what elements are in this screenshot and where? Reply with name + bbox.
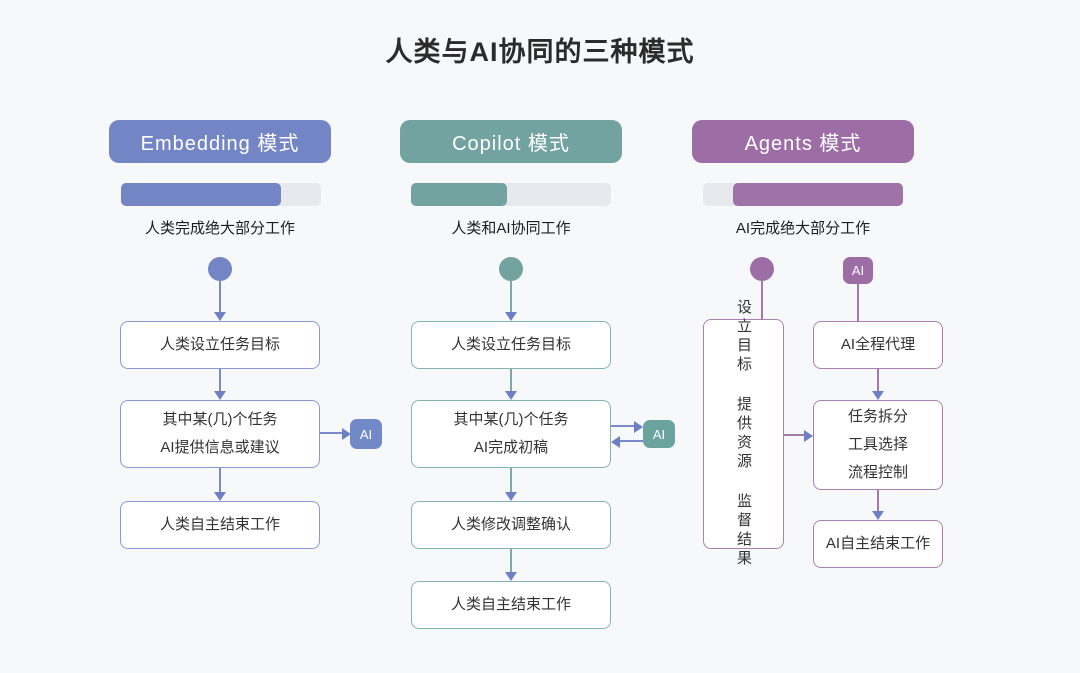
arrow-down-icon xyxy=(505,312,517,321)
arrow-down-icon xyxy=(505,492,517,501)
arrow-left-icon xyxy=(611,436,620,448)
connector-line xyxy=(510,468,512,492)
step-label: 流程控制 xyxy=(847,464,908,481)
arrow-down-icon xyxy=(214,492,226,501)
embedding-start-circle-icon xyxy=(208,257,232,281)
copilot-progress-bar xyxy=(411,183,611,206)
connector-line xyxy=(510,281,512,312)
embedding-step-finish: 人类自主结束工作 xyxy=(120,501,320,549)
connector-line xyxy=(761,281,763,319)
arrow-down-icon xyxy=(505,391,517,400)
step-label: 其中某(几)个任务 xyxy=(162,411,278,428)
copilot-step-review: 人类修改调整确认 xyxy=(411,501,611,549)
step-label: AI完成初稿 xyxy=(473,439,549,456)
connector-line xyxy=(510,549,512,572)
connector-line xyxy=(219,281,221,312)
arrow-right-icon xyxy=(634,421,643,433)
connector-line xyxy=(784,434,804,436)
step-label: AI自主结束工作 xyxy=(825,535,931,552)
step-label: 人类修改调整确认 xyxy=(450,516,571,533)
step-label: 人类设立任务目标 xyxy=(450,336,571,353)
copilot-start-circle-icon xyxy=(499,257,523,281)
step-label: 工具选择 xyxy=(847,436,908,453)
step-label: 任务拆分 xyxy=(847,408,908,425)
connector-line xyxy=(219,369,221,391)
arrow-down-icon xyxy=(214,391,226,400)
copilot-step-finish: 人类自主结束工作 xyxy=(411,581,611,629)
connector-line xyxy=(611,425,634,427)
agents-progress-fill xyxy=(733,183,903,206)
agents-mode-header: Agents 模式 xyxy=(692,120,914,163)
ai-badge: AI xyxy=(843,257,873,284)
ai-badge: AI xyxy=(350,419,382,449)
connector-line xyxy=(320,432,342,434)
copilot-step-goal: 人类设立任务目标 xyxy=(411,321,611,369)
agents-human-role-box: 设立目标 提供资源 监督结果 xyxy=(703,299,784,569)
arrow-down-icon xyxy=(214,312,226,321)
copilot-progress-fill xyxy=(411,183,507,206)
agents-caption: AI完成绝大部分工作 xyxy=(735,220,871,237)
connector-line xyxy=(857,284,859,321)
embedding-step-goal: 人类设立任务目标 xyxy=(120,321,320,369)
embedding-progress-bar xyxy=(121,183,321,206)
step-label: 人类自主结束工作 xyxy=(450,596,571,613)
page-title: 人类与AI协同的三种模式 xyxy=(385,37,695,67)
arrow-down-icon xyxy=(872,511,884,520)
agents-progress-bar xyxy=(703,183,903,206)
copilot-mode-header: Copilot 模式 xyxy=(400,120,622,163)
arrow-down-icon xyxy=(872,391,884,400)
copilot-caption: 人类和AI协同工作 xyxy=(451,220,571,237)
connector-line xyxy=(877,490,879,511)
agents-start-circle-icon xyxy=(750,257,774,281)
arrow-down-icon xyxy=(505,572,517,581)
arrow-right-icon xyxy=(804,430,813,442)
embedding-caption: 人类完成绝大部分工作 xyxy=(144,220,295,237)
step-label: 其中某(几)个任务 xyxy=(453,411,569,428)
step-label: AI全程代理 xyxy=(840,336,916,353)
vertical-role-label: 设立目标 提供资源 监督结果 xyxy=(735,299,752,569)
embedding-mode-header: Embedding 模式 xyxy=(109,120,331,163)
agents-step-finish: AI自主结束工作 xyxy=(813,520,943,568)
agents-step-orchestration: 任务拆分 工具选择 流程控制 xyxy=(813,400,943,490)
embedding-progress-fill xyxy=(121,183,281,206)
ai-badge: AI xyxy=(643,420,675,448)
connector-line xyxy=(620,440,643,442)
connector-line xyxy=(877,369,879,391)
step-label: 人类自主结束工作 xyxy=(159,516,280,533)
agents-step-full-agent: AI全程代理 xyxy=(813,321,943,369)
embedding-step-ai-suggest: 其中某(几)个任务 AI提供信息或建议 xyxy=(120,400,320,468)
connector-line xyxy=(510,369,512,391)
connector-line xyxy=(219,468,221,492)
step-label: AI提供信息或建议 xyxy=(160,439,280,456)
arrow-right-icon xyxy=(342,428,351,440)
step-label: 人类设立任务目标 xyxy=(159,336,280,353)
copilot-step-ai-draft: 其中某(几)个任务 AI完成初稿 xyxy=(411,400,611,468)
